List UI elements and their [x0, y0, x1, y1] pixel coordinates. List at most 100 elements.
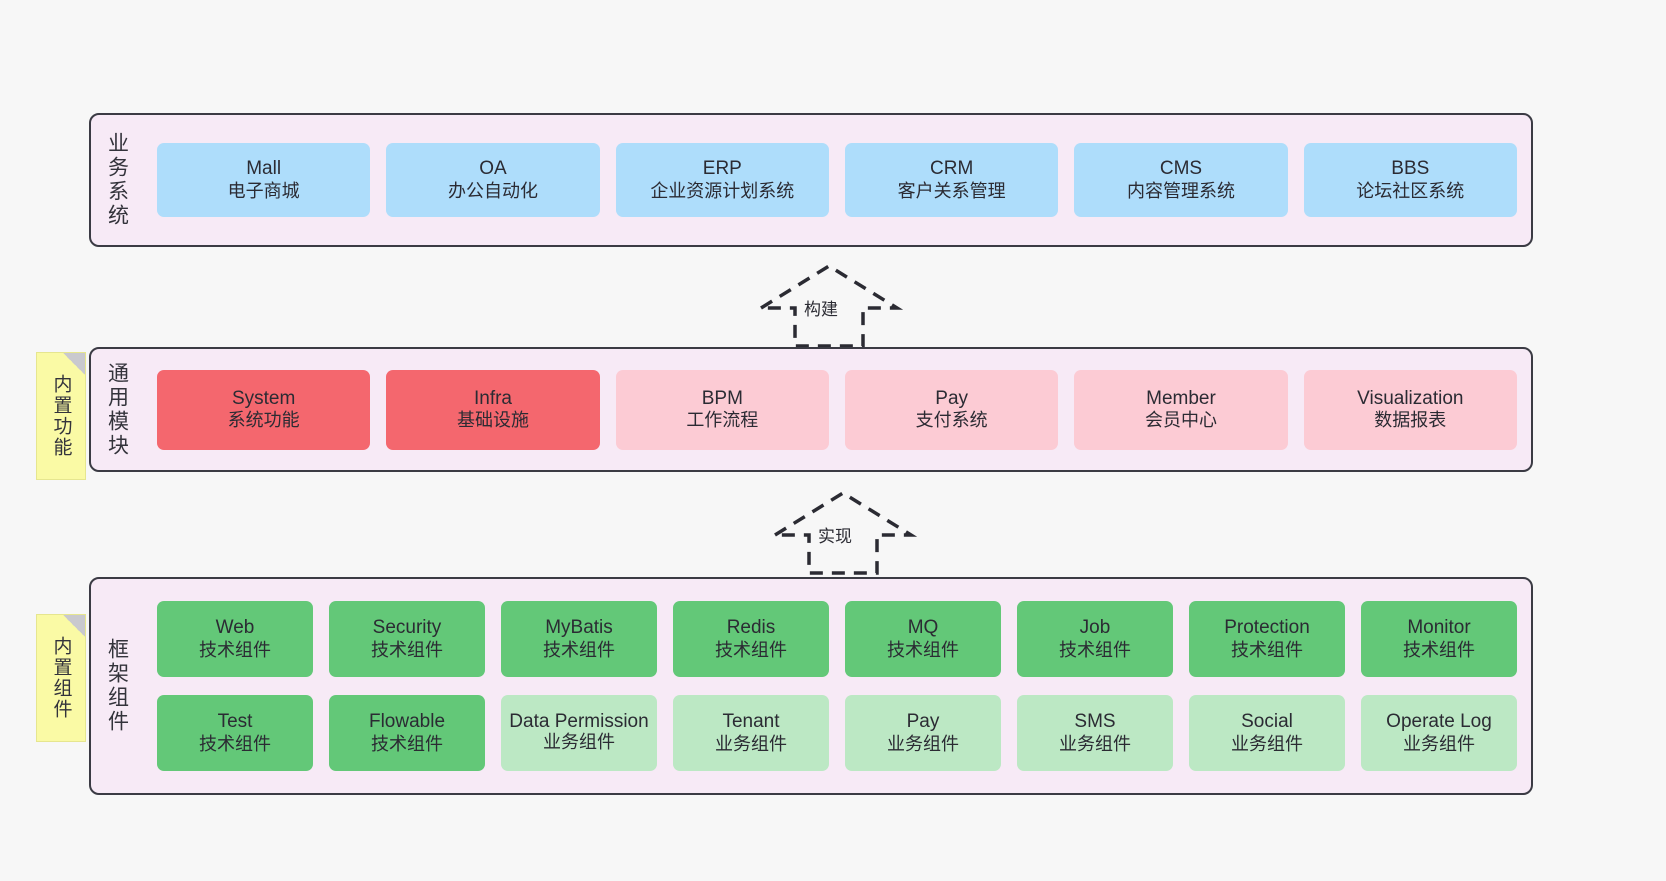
business-system-erp-name: ERP: [702, 158, 742, 180]
component-flowable-name: Flowable: [368, 711, 446, 733]
module-visualization-desc: 数据报表: [1374, 410, 1447, 431]
component-monitor-name: Monitor: [1407, 617, 1471, 639]
component-mq-type: 技术组件: [887, 639, 959, 660]
band-framework-components: 框架组件 Web 技术组件 Security 技术组件 MyBatis 技术组件…: [89, 577, 1533, 795]
module-bpm[interactable]: BPM 工作流程: [615, 369, 829, 450]
component-redis-type: 技术组件: [715, 639, 787, 660]
component-web[interactable]: Web 技术组件: [157, 601, 313, 677]
business-system-bbs[interactable]: BBS 论坛社区系统: [1303, 143, 1517, 217]
component-job-type: 技术组件: [1059, 639, 1131, 660]
band-label-business-systems: 业务系统: [105, 132, 129, 228]
component-mq-name: MQ: [907, 617, 939, 639]
component-security-name: Security: [372, 617, 442, 639]
component-test-type: 技术组件: [199, 733, 271, 754]
component-operate-log[interactable]: Operate Log 业务组件: [1361, 695, 1517, 771]
arrow-build-shape: [754, 263, 904, 348]
business-system-crm-desc: 客户关系管理: [897, 180, 1006, 201]
band-common-modules: 通用模块 System 系统功能 Infra 基础设施 BPM 工作流程 Pay: [89, 347, 1533, 472]
band-body-business-systems: Mall 电子商城 OA 办公自动化 ERP 企业资源计划系统 CRM 客户关系…: [143, 115, 1531, 245]
component-flowable[interactable]: Flowable 技术组件: [329, 695, 485, 771]
module-infra-name: Infra: [473, 387, 512, 409]
component-mybatis-name: MyBatis: [545, 617, 613, 639]
component-operate-log-type: 业务组件: [1403, 733, 1475, 754]
business-systems-row: Mall 电子商城 OA 办公自动化 ERP 企业资源计划系统 CRM 客户关系…: [157, 143, 1517, 217]
module-bpm-name: BPM: [701, 387, 743, 409]
component-protection-name: Protection: [1224, 617, 1310, 639]
business-system-oa-name: OA: [479, 158, 507, 180]
module-visualization[interactable]: Visualization 数据报表: [1303, 369, 1517, 450]
business-system-crm-name: CRM: [930, 158, 974, 180]
band-business-systems: 业务系统 Mall 电子商城 OA 办公自动化 ERP 企业资源计划系统 CRM: [89, 113, 1533, 247]
sticky-note-builtin-components: 内置组件: [36, 614, 86, 742]
framework-components-row-technical: Web 技术组件 Security 技术组件 MyBatis 技术组件 Redi…: [157, 601, 1517, 677]
sticky-note-builtin-features: 内置功能: [36, 352, 86, 480]
component-pay-name: Pay: [906, 711, 940, 733]
component-tenant[interactable]: Tenant 业务组件: [673, 695, 829, 771]
module-member-name: Member: [1146, 387, 1216, 409]
component-social[interactable]: Social 业务组件: [1189, 695, 1345, 771]
business-system-cms[interactable]: CMS 内容管理系统: [1074, 143, 1288, 217]
sticky-note-builtin-features-label: 内置功能: [50, 374, 72, 458]
arrow-build: 构建: [754, 262, 904, 348]
component-test[interactable]: Test 技术组件: [157, 695, 313, 771]
component-data-permission[interactable]: Data Permission 业务组件: [501, 695, 657, 771]
common-modules-row: System 系统功能 Infra 基础设施 BPM 工作流程 Pay 支付系统…: [157, 369, 1517, 450]
component-protection[interactable]: Protection 技术组件: [1189, 601, 1345, 677]
business-system-erp[interactable]: ERP 企业资源计划系统: [615, 143, 829, 217]
module-infra-desc: 基础设施: [456, 410, 529, 431]
component-data-permission-name: Data Permission: [509, 711, 649, 733]
module-infra[interactable]: Infra 基础设施: [386, 369, 600, 450]
business-system-erp-desc: 企业资源计划系统: [650, 180, 795, 201]
component-test-name: Test: [217, 711, 253, 733]
band-label-framework-components: 框架组件: [105, 638, 129, 734]
business-system-mall[interactable]: Mall 电子商城: [157, 143, 371, 217]
business-system-mall-desc: 电子商城: [227, 180, 300, 201]
band-body-common-modules: System 系统功能 Infra 基础设施 BPM 工作流程 Pay 支付系统…: [143, 349, 1531, 470]
sticky-note-builtin-components-label: 内置组件: [50, 636, 72, 720]
band-body-framework-components: Web 技术组件 Security 技术组件 MyBatis 技术组件 Redi…: [143, 579, 1531, 793]
module-member[interactable]: Member 会员中心: [1074, 369, 1288, 450]
component-operate-log-name: Operate Log: [1386, 711, 1492, 733]
business-system-cms-desc: 内容管理系统: [1126, 180, 1235, 201]
module-pay[interactable]: Pay 支付系统: [844, 369, 1059, 450]
module-system-name: System: [231, 387, 296, 409]
component-social-name: Social: [1241, 711, 1293, 733]
component-tenant-name: Tenant: [722, 711, 780, 733]
component-mybatis[interactable]: MyBatis 技术组件: [501, 601, 657, 677]
module-system[interactable]: System 系统功能: [157, 369, 371, 450]
business-system-crm[interactable]: CRM 客户关系管理: [844, 143, 1059, 217]
component-security[interactable]: Security 技术组件: [329, 601, 485, 677]
business-system-oa[interactable]: OA 办公自动化: [386, 143, 600, 217]
component-mq[interactable]: MQ 技术组件: [845, 601, 1001, 677]
component-pay[interactable]: Pay 业务组件: [845, 695, 1001, 771]
band-label-common-modules: 通用模块: [105, 361, 129, 458]
business-system-oa-desc: 办公自动化: [447, 180, 538, 201]
component-sms-type: 业务组件: [1059, 733, 1131, 754]
component-redis[interactable]: Redis 技术组件: [673, 601, 829, 677]
component-sms[interactable]: SMS 业务组件: [1017, 695, 1173, 771]
module-pay-name: Pay: [935, 387, 969, 409]
framework-components-row-business: Test 技术组件 Flowable 技术组件 Data Permission …: [157, 695, 1517, 771]
arrow-build-label: 构建: [804, 300, 838, 319]
component-data-permission-type: 业务组件: [543, 732, 615, 753]
component-sms-name: SMS: [1074, 711, 1116, 733]
module-pay-desc: 支付系统: [915, 410, 988, 431]
arrow-implement: 实现: [768, 489, 918, 575]
component-redis-name: Redis: [726, 617, 776, 639]
component-job-name: Job: [1079, 617, 1111, 639]
component-monitor-type: 技术组件: [1403, 639, 1475, 660]
component-flowable-type: 技术组件: [371, 733, 443, 754]
business-system-bbs-name: BBS: [1391, 158, 1430, 180]
component-web-type: 技术组件: [199, 639, 271, 660]
module-member-desc: 会员中心: [1144, 410, 1217, 431]
component-job[interactable]: Job 技术组件: [1017, 601, 1173, 677]
module-system-desc: 系统功能: [227, 410, 300, 431]
arrow-implement-shape: [768, 490, 918, 575]
business-system-bbs-desc: 论坛社区系统: [1356, 180, 1465, 201]
module-bpm-desc: 工作流程: [686, 410, 759, 431]
component-social-type: 业务组件: [1231, 733, 1303, 754]
component-monitor[interactable]: Monitor 技术组件: [1361, 601, 1517, 677]
component-web-name: Web: [215, 617, 255, 639]
business-system-mall-name: Mall: [246, 158, 282, 180]
